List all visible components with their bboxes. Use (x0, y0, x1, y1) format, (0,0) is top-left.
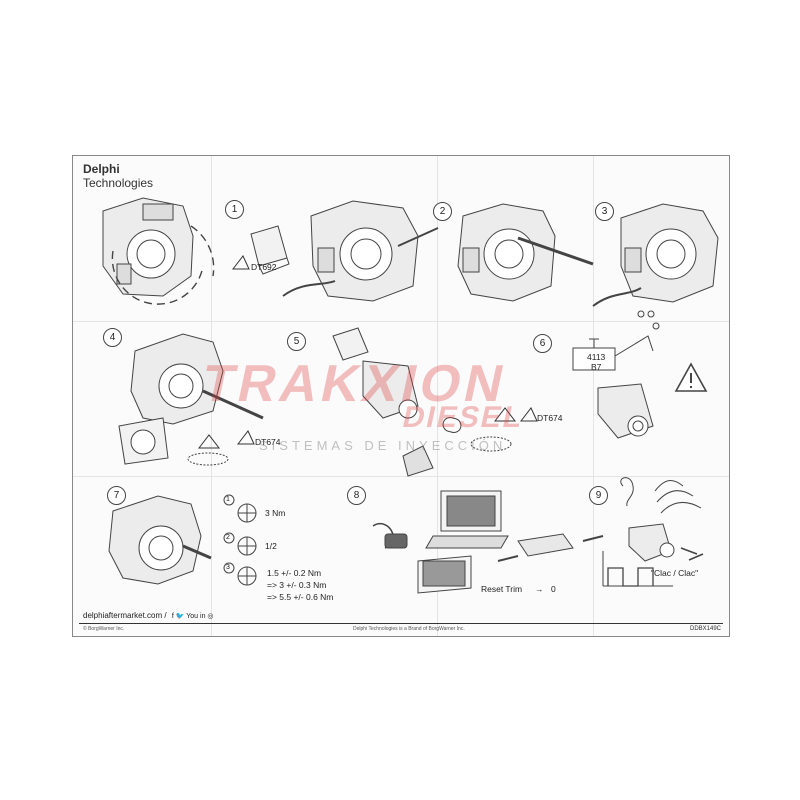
torque-value: 3 Nm (265, 508, 286, 518)
tool-label: DT692 (251, 262, 277, 272)
step7-pump-drawing (108, 495, 212, 585)
watermark-subtitle: DIESEL (399, 401, 527, 434)
part-code: B7 (591, 362, 602, 372)
sound-label: "Clac / Clac" (651, 568, 699, 578)
step4-pump-drawing (118, 333, 264, 466)
recycle-icon (197, 434, 221, 449)
copyright: © BorgWarner Inc. (83, 626, 125, 632)
document-code: DDBX149C (689, 626, 721, 632)
step-1-badge: 1 (225, 200, 244, 219)
step-7-badge: 7 (107, 486, 126, 505)
step8-diagnostic-drawing (372, 490, 604, 594)
watermark-tagline: SISTEMAS DE INYECCIÓN (259, 438, 507, 453)
step3b-pump-drawing (592, 203, 719, 330)
substep-number: 2 (226, 534, 230, 541)
torque-value: 1.5 +/- 0.2 Nm (267, 568, 322, 578)
step-9-badge: 9 (589, 486, 608, 505)
torque-icon (223, 494, 257, 586)
fold-line (593, 156, 594, 636)
tool-label: DT674 (537, 413, 563, 423)
part-code: 4113 (587, 352, 606, 362)
fold-line (437, 156, 438, 636)
pump-overview-drawing (102, 197, 215, 305)
step6-tool-drawing (572, 335, 708, 439)
step-8-badge: 8 (347, 486, 366, 505)
torque-value: => 5.5 +/- 0.6 Nm (267, 592, 334, 602)
brand-note: Delphi Technologies is a Brand of BorgWa… (353, 626, 465, 632)
reset-trim-value: 0 (551, 584, 556, 594)
step-6-badge: 6 (533, 334, 552, 353)
footer-divider (79, 623, 723, 624)
substep-number: 3 (226, 564, 230, 571)
brand-subtitle: Technologies (83, 176, 154, 190)
torque-angle: 1/2 (265, 541, 277, 551)
website-link[interactable]: delphiaftermarket.com / (83, 611, 167, 620)
illustrations (102, 197, 719, 594)
social-icons[interactable]: f 🐦 You in ◎ (171, 613, 214, 620)
step1-part-drawing (250, 225, 290, 275)
step-2-badge: 2 (433, 202, 452, 221)
fold-line (73, 476, 729, 477)
tool-triangle-icon (231, 255, 250, 270)
fold-line (73, 321, 729, 322)
arrow-icon: → (535, 584, 544, 594)
step2-pump-drawing (282, 200, 439, 302)
instruction-sheet: Delphi Technologies (72, 155, 730, 637)
tool-label: DT674 (255, 437, 281, 447)
step-4-badge: 4 (103, 328, 122, 347)
torque-value: => 3 +/- 0.3 Nm (267, 580, 327, 590)
step-3-badge: 3 (595, 202, 614, 221)
brand-name: Delphi (83, 162, 120, 176)
step-5-badge: 5 (287, 332, 306, 351)
step9-valve-drawing (602, 477, 704, 587)
substep-number: 1 (226, 496, 230, 503)
tool-triangle-icon (519, 407, 538, 422)
footer-site: delphiaftermarket.com / f 🐦 You in ◎ (83, 611, 214, 620)
recycle-icon (493, 407, 517, 422)
step3-pump-drawing (457, 203, 594, 302)
step5-valve-drawing (332, 327, 512, 477)
reset-trim-label: Reset Trim (481, 584, 523, 594)
tool-triangle-icon (236, 430, 255, 445)
